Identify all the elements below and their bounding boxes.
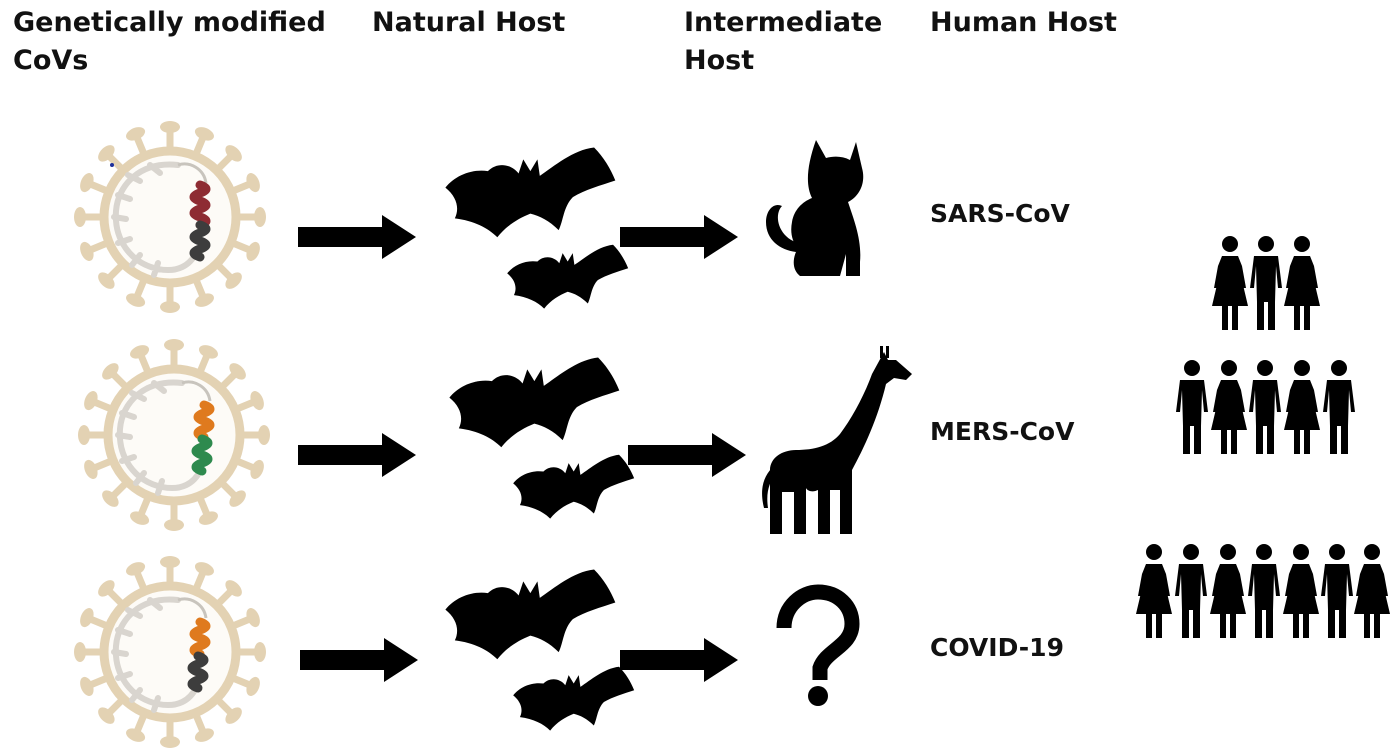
- header-intermediate-host: Intermediate Host: [684, 7, 883, 76]
- arrow-virus-to-bat-sars-icon: [298, 215, 416, 259]
- bat-small-sars-icon: [507, 244, 629, 309]
- row-label-mers-cov: MERS-CoV: [930, 417, 1075, 446]
- bat-large-sars-icon: [445, 147, 616, 238]
- virus-covid-19-icon: [74, 556, 266, 748]
- giraffe-icon: [762, 346, 912, 534]
- header-natural-host: Natural Host: [372, 7, 566, 38]
- question-mark-icon: [776, 584, 860, 706]
- arrow-bat-to-intermediate-sars-icon: [620, 215, 738, 259]
- row-label-covid-19: COVID-19: [930, 633, 1064, 662]
- virus-mers-cov-icon: [78, 339, 270, 531]
- header-genetically-modified-covs: Genetically modified CoVs: [13, 7, 326, 76]
- arrow-virus-to-bat-mers-icon: [298, 433, 416, 477]
- arrow-bat-to-intermediate-mers-icon: [628, 433, 746, 477]
- virus-sars-cov-icon: [74, 121, 266, 313]
- header-human-host: Human Host: [930, 7, 1117, 38]
- bat-small-covid-icon: [513, 666, 635, 731]
- arrow-virus-to-bat-covid-icon: [300, 638, 418, 682]
- bat-large-mers-icon: [449, 357, 620, 448]
- arrow-bat-to-intermediate-covid-icon: [620, 638, 738, 682]
- bat-small-mers-icon: [513, 454, 635, 519]
- cat-icon: [766, 140, 864, 276]
- people-pyramid-icon: [1136, 236, 1390, 638]
- row-label-sars-cov: SARS-CoV: [930, 199, 1070, 228]
- bat-large-covid-icon: [445, 569, 616, 660]
